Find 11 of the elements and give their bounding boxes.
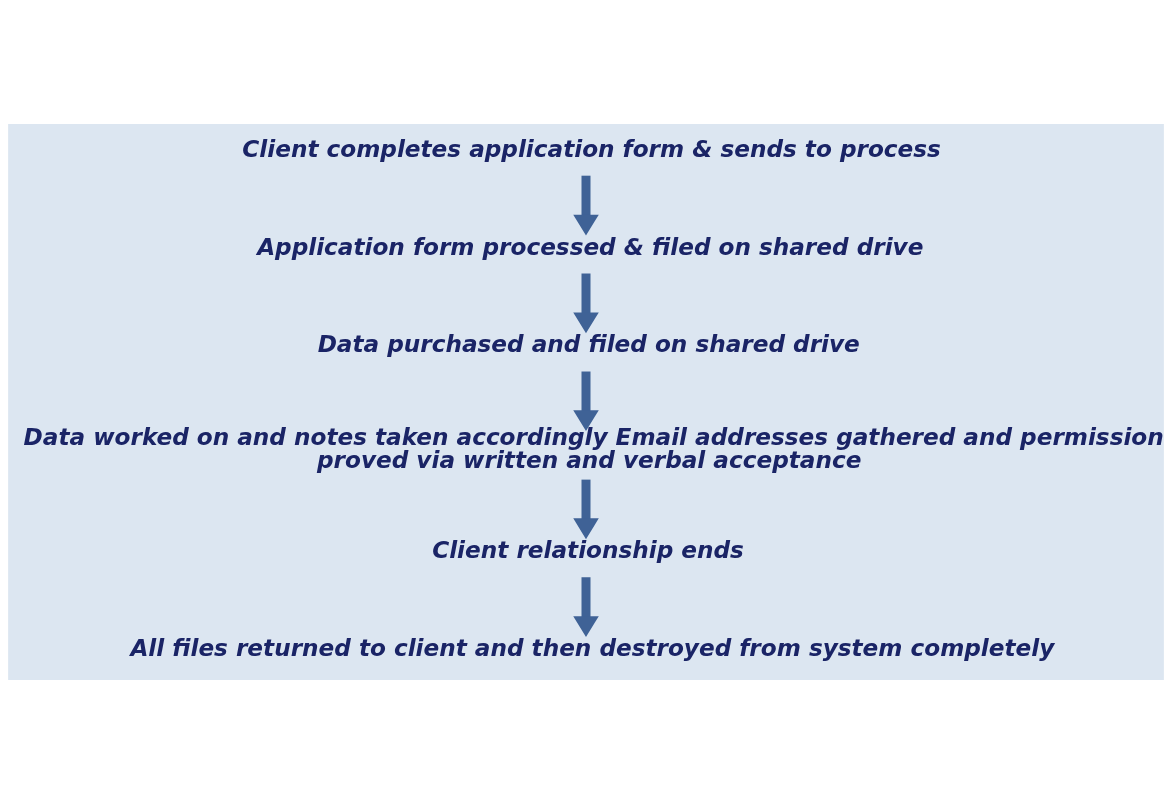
arrow: [573, 371, 599, 431]
arrow: [573, 576, 599, 637]
node-text: Data purchased and filed on shared drive: [317, 330, 860, 357]
node-text: All files returned to client and then destroyed from system completely: [130, 634, 1055, 661]
node-text: Application form processed & filed on shared drive: [257, 233, 924, 260]
node-text: Data worked on and notes taken accordingly Email addresses gathered and permission proved via written and verbal acceptance: [23, 423, 1164, 473]
arrow: [573, 175, 599, 235]
arrow: [573, 273, 599, 333]
arrow: [573, 479, 599, 539]
node-text: Client relationship ends: [432, 536, 744, 563]
node-text: Client completes application form & sends to process: [242, 135, 941, 162]
